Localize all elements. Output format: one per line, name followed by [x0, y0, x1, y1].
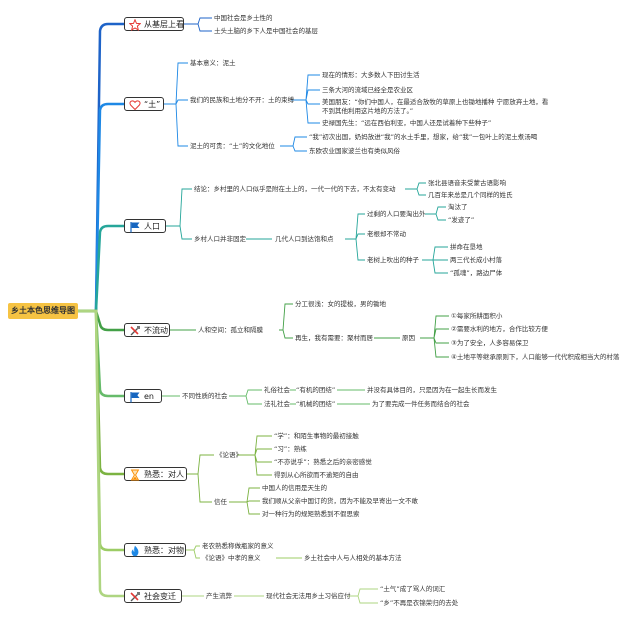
topic-node[interactable]: ③为了安全，人多容易保卫 [451, 339, 529, 347]
topic-node[interactable]: 乡土社会中人与人相处的基本方法 [304, 554, 402, 562]
branch-immobility[interactable]: 不流动 [124, 323, 170, 337]
topic-node[interactable]: 淘汰了 [448, 203, 468, 211]
topic-node[interactable]: 现在的情形：大多数人下田讨生活 [322, 71, 420, 79]
topic-node[interactable]: 几代人口到达饱和点 [275, 235, 334, 243]
topic-node[interactable]: 现代社会无法用乡土习俗应付 [266, 592, 351, 600]
topic-node[interactable]: 对一种行为的规矩熟悉到不假思索 [262, 510, 360, 518]
root-topic[interactable]: 乡土本色思维导图 [8, 303, 78, 319]
topic-node[interactable]: 史禄国先生：“远在西伯利亚，中国人还是试着种下些种子” [322, 119, 492, 127]
topic-node[interactable]: 原因 [402, 334, 415, 342]
branch-familiar-people[interactable]: 熟悉：对人 [124, 467, 187, 481]
branch-label: 不流动 [144, 326, 168, 335]
topic-node[interactable]: ①每家所耕面积小 [451, 312, 503, 320]
topic-node[interactable]: “孤魂”，路边尸体 [450, 269, 503, 277]
star-icon [129, 19, 141, 31]
tools-icon [130, 592, 140, 602]
hourglass-icon [130, 469, 140, 481]
topic-node[interactable]: 土头土脑的乡下人是中国社会的基层 [214, 27, 318, 35]
topic-node[interactable]: 拼命在垦地 [450, 243, 483, 251]
topic-node[interactable]: ④土地平等继承原则下，人口能够一代代积成相当大的村落 [451, 353, 620, 361]
branch-label: 社会变迁 [144, 592, 176, 601]
topic-node[interactable]: 分工很浅：女的提梭，男的锄地 [295, 300, 386, 308]
topic-node[interactable]: ②需要水利的地方，合作比较方便 [451, 325, 548, 333]
topic-node[interactable]: 我们顺从父亲中国订的货，因为不能及早寄出一文不敢 [262, 497, 418, 505]
topic-node[interactable]: 产生流弊 [206, 592, 232, 600]
tools-icon [130, 326, 140, 336]
topic-node[interactable]: 美国朋友：“你们中国人，在最适合放牧的草原上也锄地播种 宁愿放弃土地，看 [322, 98, 549, 106]
topic-node[interactable]: 为了要完成一件任务而结合的社会 [372, 400, 470, 408]
topic-node[interactable]: “有机的团结” [296, 386, 336, 394]
topic-node[interactable]: 再生，我有需要：聚村而居 [295, 334, 373, 342]
topic-node[interactable]: 东欧农业国家波兰也有类似风俗 [309, 147, 400, 155]
topic-node[interactable]: “土气”成了骂人的词汇 [380, 585, 446, 593]
topic-node[interactable]: 张北县语音未受蒙古语影响 [428, 179, 506, 187]
flame-icon [131, 545, 139, 557]
topic-node[interactable]: 法礼社会 [264, 400, 290, 408]
topic-node[interactable]: 不到其他利用这片地的方法了。” [322, 107, 414, 115]
topic-node[interactable]: 中国社会是乡土性的 [214, 14, 273, 22]
topic-node[interactable]: “我”初次出国，奶妈放进“我”的水土手里，想家，给“我”一包叶上的泥土煮汤喝 [309, 133, 538, 141]
branch-society-types[interactable]: en [124, 389, 162, 403]
topic-node[interactable]: 信任 [214, 498, 227, 506]
branch-label: 从基层上看 [144, 20, 184, 29]
topic-node[interactable]: 并没有具体目的，只是因为在一起生长而发生 [367, 386, 497, 394]
topic-node[interactable]: “发迹了” [448, 216, 475, 224]
topic-node[interactable]: 乡村人口并非固定 [194, 235, 246, 243]
topic-node[interactable]: 《论语》 [216, 451, 242, 459]
topic-node[interactable]: 得到从心所欲而不逾矩的自由 [274, 471, 359, 479]
topic-node[interactable]: 两三代长成小村落 [450, 256, 502, 264]
topic-node[interactable]: “学”：和陌生事物的最初接触 [274, 432, 359, 440]
topic-node[interactable]: 人和空间：孤立和隔膜 [198, 326, 263, 334]
flag-icon [130, 222, 140, 233]
branch-label: 熟悉：对人 [144, 470, 184, 479]
topic-node[interactable]: “乡”不再是衣锦荣归的去处 [380, 599, 459, 607]
branch-population[interactable]: 人口 [124, 219, 166, 233]
branch-grassroots[interactable]: 从基层上看 [124, 17, 184, 31]
topic-node[interactable]: 泥土的可贵：“土”的文化地位 [190, 142, 275, 150]
topic-node[interactable]: 老农熟悉称做瓶家的意义 [202, 542, 274, 550]
topic-node[interactable]: 《论语》中孝的意义 [202, 554, 261, 562]
topic-node[interactable]: 结论：乡村里的人口似乎是附在土上的，一代一代的下去，不太有变动 [194, 185, 396, 193]
topic-node[interactable]: “机械的团结” [296, 400, 336, 408]
heart-icon [129, 100, 141, 111]
topic-node[interactable]: “不亦说乎”：熟悉之后的亲密感觉 [274, 458, 372, 466]
branch-familiar-things[interactable]: 熟悉：对物 [124, 543, 186, 557]
branch-social-change[interactable]: 社会变迁 [124, 589, 182, 603]
topic-node[interactable]: 基本意义：泥土 [190, 59, 236, 67]
topic-node[interactable]: 不同性质的社会 [182, 392, 228, 400]
topic-node[interactable]: 礼俗社会 [264, 386, 290, 394]
topic-node[interactable]: 老树上吹出的种子 [367, 256, 419, 264]
branch-label: 人口 [144, 222, 160, 231]
topic-node[interactable]: 几百年来总是几个同样的姓氏 [428, 191, 513, 199]
topic-node[interactable]: 中国人的信用是天生的 [262, 484, 327, 492]
topic-node[interactable]: “习”：熟练 [274, 445, 307, 453]
branch-label: “土” [144, 100, 161, 109]
topic-node[interactable]: 过剩的人口要淘出外 [367, 210, 426, 218]
topic-node[interactable]: 老根却不常动 [367, 230, 406, 238]
topic-node[interactable]: 三条大河的流域已经全是农业区 [322, 86, 413, 94]
branch-soil[interactable]: “土” [124, 97, 164, 111]
branch-label: 熟悉：对物 [144, 546, 184, 555]
branch-label: en [144, 392, 154, 401]
topic-node[interactable]: 我们的民族和土地分不开：土的束缚 [190, 96, 294, 104]
flag-icon [130, 392, 140, 403]
